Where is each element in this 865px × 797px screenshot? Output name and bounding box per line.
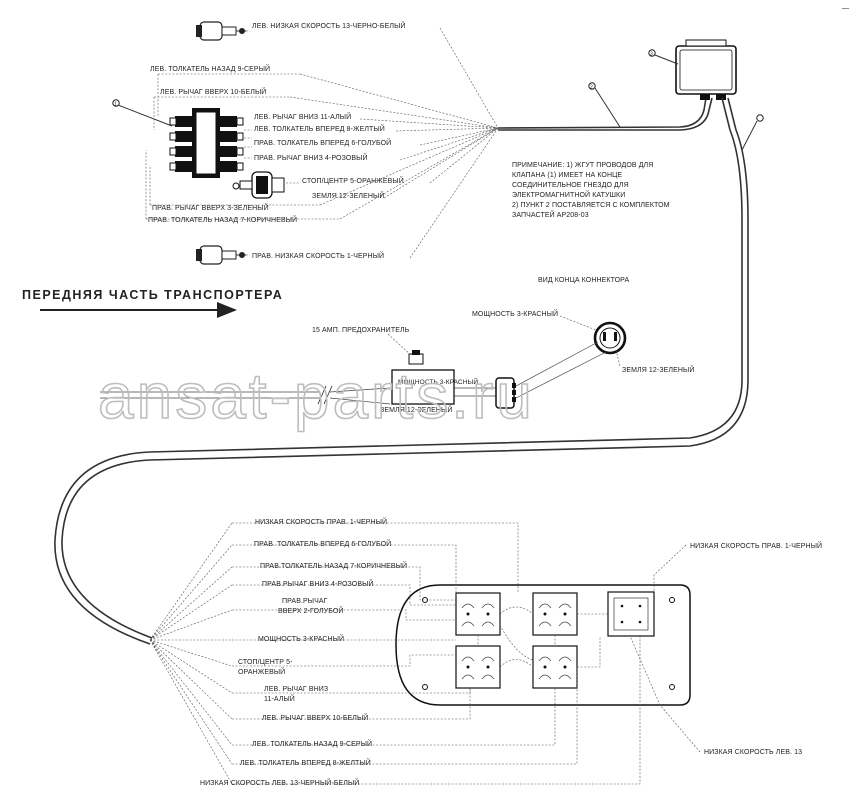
panel-label-stop-center-line1: СТОП/ЦЕНТР 5- [238,659,293,666]
panel-label-right-lever-up-line2: ВВЕРХ 2-ГОЛУБОЙ [278,606,344,615]
control-panel [395,584,691,706]
stop-center-valve [232,171,285,199]
direction-label: ПЕРЕДНЯЯ ЧАСТЬ ТРАНСПОРТЕРА [22,288,283,302]
valve-label-right-lever-down: ПРАВ. РЫЧАГ ВНИЗ 4-РОЗОВЫЙ [254,153,368,162]
valve-label-left-lever-up: ЛЕВ. РЫЧАГ ВВЕРХ 10-БЕЛЫЙ [160,87,266,96]
switch-top-right [532,592,578,636]
junction-box: 3 [648,39,737,100]
switch-low-speed [607,591,655,637]
note-block: ПРИМЕЧАНИЕ: 1) ЖГУТ ПРОВОДОВ ДЛЯ КЛАПАНА… [512,162,670,219]
valve-label-left-pusher-forward: ЛЕВ. ТОЛКАТЕЛЬ ВПЕРЕД 8-ЖЕЛТЫЙ [254,124,385,133]
panel-label-left-pusher-forward: ЛЕВ. ТОЛКАТЕЛЬ ВПЕРЕД 8-ЖЕЛТЫЙ [240,758,371,767]
panel-label-right-lever-up-line1: ПРАВ.РЫЧАГ [282,598,328,605]
note-line-5: 2) ПУНКТ 2 ПОСТАВЛЯЕТСЯ С КОМПЛЕКТОМ [512,202,670,209]
panel-label-right-pusher-back: ПРАВ.ТОЛКАТЕЛЬ НАЗАД 7-КОРИЧНЕВЫЙ [260,561,407,570]
solenoid-plug-top [196,21,246,41]
connector-power-label: МОЩНОСТЬ 3-КРАСНЫЙ [472,309,558,318]
solenoid-plug-bottom [196,245,246,265]
note-line-1: ПРИМЕЧАНИЕ: 1) ЖГУТ ПРОВОДОВ ДЛЯ [512,162,653,169]
valve-label-right-pusher-back: ПРАВ. ТОЛКАТЕЛЬ НАЗАД 7-КОРИЧНЕВЫЙ [148,215,297,224]
valve-label-left-pusher-back: ЛЕВ. ТОЛКАТЕЛЬ НАЗАД 9-СЕРЫЙ [150,64,270,73]
note-line-4: ЭЛЕКТРОМАГНИТНОЙ КАТУШКИ [512,190,625,199]
long-harness [54,97,764,645]
valve-labels: ЛЕВ. НИЗКАЯ СКОРОСТЬ 13-ЧЕРНО-БЕЛЫЙ ЛЕВ.… [145,21,406,260]
valve-label-left-lever-down: ЛЕВ. РЫЧАГ ВНИЗ 11-АЛЫЙ [254,112,351,121]
note-line-3: СОЕДИНИТЕЛЬНОЕ ГНЕЗДО ДЛЯ [512,182,629,189]
direction-indicator: ПЕРЕДНЯЯ ЧАСТЬ ТРАНСПОРТЕРА [22,288,283,318]
connector-ground-label: ЗЕМЛЯ 12-ЗЕЛЕНЫЙ [622,365,694,374]
fuse-ground-label: ЗЕМЛЯ 12-ЗЕЛЕНЫЙ [380,405,452,414]
valve-label-right-lever-up: ПРАВ. РЫЧАГ ВВЕРХ 3-ЗЕЛЕНЫЙ [152,203,269,212]
valve-block [169,108,244,178]
switch-top-left [455,592,501,636]
watermark: ansat-parts.ru [98,360,535,432]
note-line-2: КЛАПАНА (1) ИМЕЕТ НА КОНЦЕ [512,172,622,179]
panel-label-left-pusher-back: ЛЕВ. ТОЛКАТЕЛЬ НАЗАД 9-СЕРЫЙ [252,739,372,748]
switch-bottom-left [455,645,501,689]
callout-1: 1 [114,102,117,108]
panel-label-left-lever-down-line1: ЛЕВ. РЫЧАГ ВНИЗ [264,686,328,693]
panel-label-left-low-speed: НИЗКАЯ СКОРОСТЬ ЛЕВ. 13-ЧЕРНЫЙ-БЕЛЫЙ [200,778,359,787]
panel-label-right-low-speed: НИЗКАЯ СКОРОСТЬ ПРАВ. 1-ЧЕРНЫЙ [255,517,387,526]
callout-2: 2 [590,85,593,91]
switch-bottom-right [532,645,578,689]
panel-label-left-lever-up: ЛЕВ. РЫЧАГ ВВЕРХ 10-БЕЛЫЙ [262,713,368,722]
connector-end-view: ВИД КОНЦА КОННЕКТОРА МОЩНОСТЬ 3-КРАСНЫЙ … [472,277,694,374]
fuse-label: 15 АМП. ПРЕДОХРАНИТЕЛЬ [312,327,410,334]
valve-block-group: 1 [112,21,285,265]
fuse-assembly: 15 АМП. ПРЕДОХРАНИТЕЛЬ МОЩНОСТЬ 3-КРАСНЫ… [100,327,607,414]
panel-label-left-low-speed-callout: НИЗКАЯ СКОРОСТЬ ЛЕВ. 13 [704,749,802,756]
main-harness: 2 [497,82,713,131]
panel-label-right-lever-down: ПРАВ.РЫЧАГ ВНИЗ 4-РОЗОВЫЙ [262,579,374,588]
fuse-power-label: МОЩНОСТЬ 3-КРАСНЫЙ [398,377,478,386]
note-line-6: ЗАПЧАСТЕЙ AP208-03 [512,210,589,219]
panel-label-power: МОЩНОСТЬ 3-КРАСНЫЙ [258,634,344,643]
valve-label-left-low-speed: ЛЕВ. НИЗКАЯ СКОРОСТЬ 13-ЧЕРНО-БЕЛЫЙ [252,21,406,30]
callout-3: 3 [650,52,653,58]
connector-view-label: ВИД КОНЦА КОННЕКТОРА [538,277,629,284]
valve-label-stop-center: СТОП/ЦЕНТР 5-ОРАНЖЕВЫЙ [302,176,404,185]
panel-label-stop-center-line2: ОРАНЖЕВЫЙ [238,667,285,676]
panel-label-right-low-speed-callout: НИЗКАЯ СКОРОСТЬ ПРАВ. 1-ЧЕРНЫЙ [690,541,822,550]
valve-wire-fan [289,27,499,259]
panel-label-right-pusher-forward: ПРАВ. ТОЛКАТЕЛЬ ВПЕРЕД 6-ГОЛУБОЙ [254,539,391,548]
panel-label-left-lever-down-line2: 11-АЛЫЙ [264,694,295,703]
valve-label-right-pusher-forward: ПРАВ. ТОЛКАТЕЛЬ ВПЕРЕД 6-ГОЛУБОЙ [254,138,391,147]
valve-label-ground: ЗЕМЛЯ 12-ЗЕЛЕНЫЙ [312,191,384,200]
valve-label-right-low-speed: ПРАВ. НИЗКАЯ СКОРОСТЬ 1-ЧЕРНЫЙ [252,251,384,260]
panel-labels-right: НИЗКАЯ СКОРОСТЬ ПРАВ. 1-ЧЕРНЫЙ НИЗКАЯ СК… [629,541,822,756]
corner-mark: — [842,5,849,12]
panel-labels-left: НИЗКАЯ СКОРОСТЬ ПРАВ. 1-ЧЕРНЫЙ ПРАВ. ТОЛ… [149,517,641,787]
